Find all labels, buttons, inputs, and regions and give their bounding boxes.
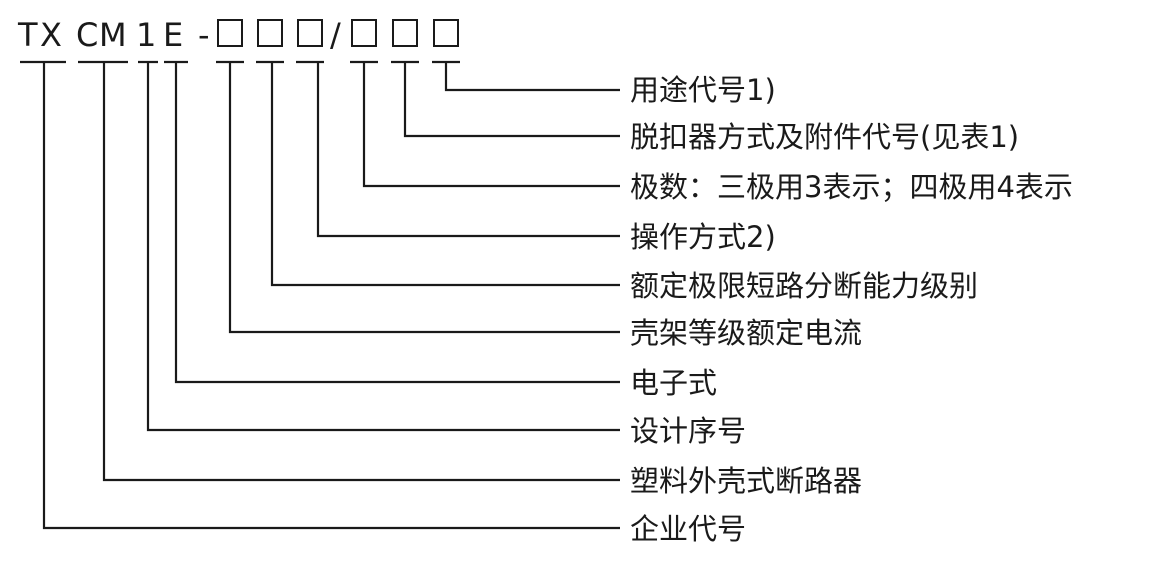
model-code: T X C M 1 E - / bbox=[17, 16, 459, 54]
label-enterprise-code: 企业代号 bbox=[630, 512, 746, 546]
code-char-t: T bbox=[17, 16, 38, 54]
connector-enterprise bbox=[42, 62, 620, 530]
label-electronic: 电子式 bbox=[630, 366, 717, 400]
code-char-1: 1 bbox=[136, 16, 156, 54]
placeholder-box-current bbox=[217, 19, 243, 47]
label-mccb: 塑料外壳式断路器 bbox=[630, 464, 862, 498]
label-usage-code: 用途代号1) bbox=[630, 73, 776, 107]
connector-mccb bbox=[102, 62, 620, 482]
connector-design bbox=[146, 62, 620, 432]
label-poles: 极数：三极用3表示；四极用4表示 bbox=[630, 170, 1073, 204]
connector-electronic bbox=[174, 62, 620, 384]
connector-lines bbox=[42, 62, 620, 530]
connector-breaking bbox=[270, 62, 620, 287]
code-char-m: M bbox=[99, 16, 127, 54]
code-char-c: C bbox=[76, 16, 98, 54]
connector-operation bbox=[316, 62, 620, 238]
label-operation-mode: 操作方式2) bbox=[630, 220, 776, 254]
connector-usage bbox=[444, 62, 620, 92]
connector-current bbox=[228, 62, 620, 334]
label-release-accessory-code: 脱扣器方式及附件代号(见表1) bbox=[630, 120, 1019, 154]
description-labels: 用途代号1) 脱扣器方式及附件代号(见表1) 极数：三极用3表示；四极用4表示 … bbox=[630, 73, 1073, 546]
label-breaking-capacity: 额定极限短路分断能力级别 bbox=[630, 269, 978, 303]
code-char-x: X bbox=[40, 16, 62, 54]
placeholder-box-release bbox=[392, 19, 418, 47]
connector-poles bbox=[362, 62, 620, 188]
placeholder-box-usage bbox=[433, 19, 459, 47]
placeholder-box-poles bbox=[351, 19, 377, 47]
label-frame-current: 壳架等级额定电流 bbox=[630, 316, 862, 350]
connector-release bbox=[403, 62, 620, 138]
code-char-e: E bbox=[163, 16, 183, 54]
placeholder-box-operation bbox=[297, 19, 323, 47]
code-dash: - bbox=[198, 16, 210, 54]
placeholder-box-breaking bbox=[257, 19, 283, 47]
code-slash: / bbox=[330, 16, 341, 54]
label-design-serial: 设计序号 bbox=[630, 414, 746, 448]
